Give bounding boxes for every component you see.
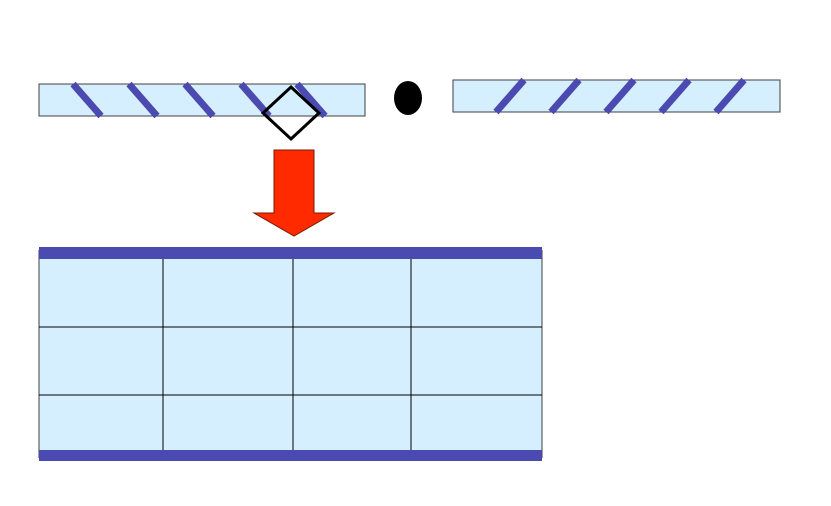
left-strip-stripes bbox=[70, 81, 328, 119]
right-strip-stripe bbox=[548, 77, 582, 115]
right-strip-stripe bbox=[603, 77, 637, 115]
result-grid-lines bbox=[38, 250, 543, 458]
right-strip-stripes bbox=[493, 77, 747, 115]
left-strip-stripe bbox=[70, 81, 104, 119]
diamond-marker bbox=[260, 84, 322, 142]
separator-dot bbox=[394, 81, 422, 115]
left-strip-stripe bbox=[126, 81, 160, 119]
right-strip-stripe bbox=[493, 77, 527, 115]
result-grid-top-band bbox=[39, 247, 542, 259]
down-arrow bbox=[252, 149, 336, 237]
right-strip-stripe bbox=[658, 77, 692, 115]
result-grid bbox=[38, 247, 543, 461]
result-grid-bottom-band bbox=[39, 450, 542, 461]
left-strip bbox=[38, 81, 366, 119]
left-strip-stripe bbox=[182, 81, 216, 119]
result-grid-fill bbox=[39, 250, 542, 458]
right-strip bbox=[452, 77, 781, 115]
left-strip-stripe bbox=[294, 81, 328, 119]
right-strip-stripe bbox=[713, 77, 747, 115]
